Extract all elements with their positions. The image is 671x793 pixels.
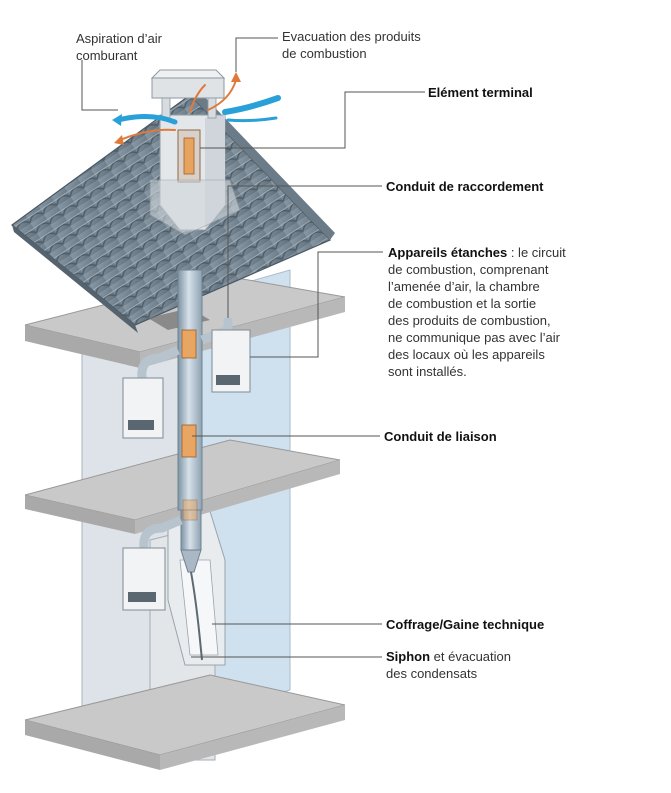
chimney-base — [149, 179, 241, 236]
duct-window-lower — [182, 499, 198, 521]
upper-duct — [177, 269, 203, 511]
roof-right-slope — [190, 92, 335, 240]
chimney-cap-top — [150, 69, 226, 79]
air-arrowhead-left — [112, 114, 122, 126]
duct-window-middle — [181, 424, 197, 458]
leader-conduit-raccordement — [227, 185, 382, 318]
exhaust-arrowhead-up — [231, 72, 241, 82]
label-appareils-etanches: Appareils étanches : le circuit de combu… — [388, 244, 638, 380]
floor-slab-middle-edge — [25, 495, 135, 534]
leader-appareils — [250, 251, 383, 358]
label-element-terminal: Elément terminal — [428, 85, 533, 100]
label-siphon-title: Siphon — [386, 649, 431, 664]
label-conduit-liaison: Conduit de liaison — [384, 429, 497, 444]
floor-slab-top-edge — [25, 325, 140, 368]
air-flow-arrow-icon — [112, 95, 281, 126]
label-coffrage: Coffrage/Gaine technique — [386, 617, 545, 632]
air-flow-left — [115, 114, 178, 125]
label-evacuation: Evacuation des produits de combustion — [282, 29, 421, 61]
air-flow-right-2 — [226, 116, 278, 123]
floor-slab-bottom-side — [160, 705, 345, 770]
boiler-panel — [128, 592, 156, 602]
air-flow-right — [222, 95, 281, 115]
exhaust-flow-arrow-icon — [114, 72, 241, 145]
boiler-upper-left — [122, 345, 180, 439]
exhaust-arrowhead-left — [114, 135, 124, 145]
flue-pipe — [177, 269, 203, 661]
chimney-cap — [151, 77, 225, 99]
leader-aspiration — [81, 60, 118, 111]
label-conduit-raccordement: Conduit de raccordement — [386, 179, 544, 194]
leader-element-terminal — [200, 91, 425, 149]
exhaust-flow-up — [207, 79, 237, 111]
condensate-tube — [190, 571, 203, 661]
boiler-lower-left — [122, 515, 183, 611]
boiler-upper-right — [200, 318, 251, 393]
leader-evacuation — [235, 37, 278, 72]
boiler-panel — [216, 375, 240, 385]
duct-window-top — [181, 329, 197, 359]
label-siphon: Siphon et évacuation des condensats — [386, 648, 511, 682]
siphon-cone — [180, 549, 202, 573]
technical-shaft-inner — [179, 559, 219, 656]
boiler-lower-left-pipe — [139, 515, 183, 549]
label-aspiration: Aspiration d’air comburant — [76, 31, 162, 63]
boiler-panel — [128, 420, 154, 430]
label-siphon-text: et évacuation des condensats — [386, 649, 511, 681]
leader-lines — [81, 37, 425, 658]
chimney-terminal-icon — [149, 69, 241, 236]
boiler-upper-left-pipe — [137, 345, 180, 379]
label-appareils-text: : le circuit de combustion, comprenant l… — [388, 245, 566, 379]
terminal-duct-inner — [183, 137, 195, 175]
chimney-post-left — [161, 97, 171, 119]
label-appareils-title: Appareils étanches — [388, 245, 508, 260]
exhaust-flow-left — [119, 128, 176, 141]
exhaust-flow-top — [189, 84, 206, 113]
floor-slab-bottom-edge — [25, 720, 160, 770]
roof-eave — [12, 225, 138, 333]
